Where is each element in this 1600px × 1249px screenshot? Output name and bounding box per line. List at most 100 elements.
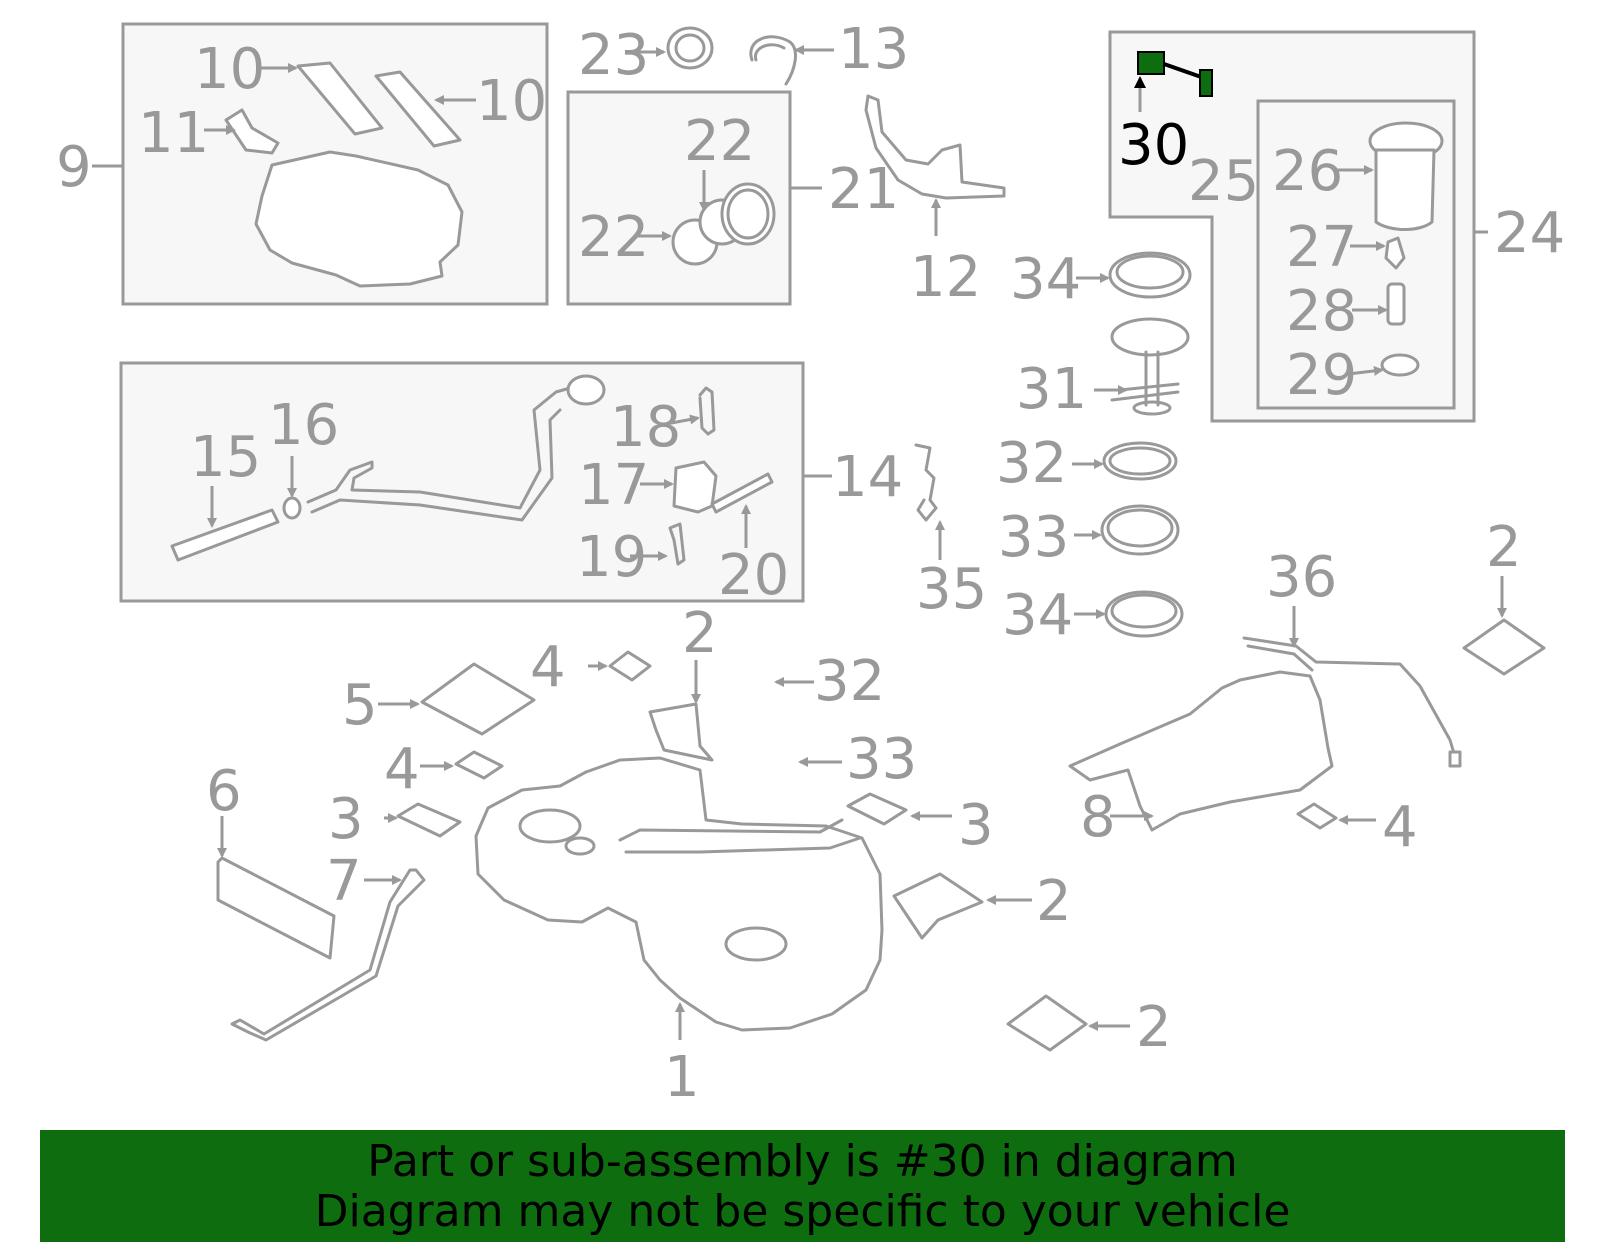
leader-lines — [92, 45, 1507, 1040]
part-16-clamp — [282, 496, 302, 520]
callout-26: 26 — [1272, 139, 1343, 204]
callout-28: 28 — [1286, 279, 1357, 344]
part-31-sender-base — [1132, 400, 1172, 416]
callout-20: 20 — [718, 543, 789, 608]
callout-4-c: 4 — [1382, 795, 1418, 860]
part-2-pad-b — [892, 872, 984, 940]
callout-30: 30 — [1118, 113, 1189, 178]
callout-2-b: 2 — [1036, 869, 1072, 934]
callout-33-b: 33 — [846, 727, 917, 792]
part-1-lines — [618, 818, 862, 854]
callout-4-b: 4 — [384, 737, 420, 802]
callout-23: 23 — [578, 23, 649, 88]
callout-7: 7 — [326, 849, 362, 914]
callout-3-a: 3 — [328, 787, 364, 852]
part-2-pad-c — [1006, 994, 1088, 1052]
callout-12: 12 — [910, 245, 981, 310]
part-13-clamp — [749, 35, 797, 86]
callout-22-b: 22 — [578, 205, 649, 270]
part-33-ring-inner — [1106, 508, 1174, 548]
part-30-highlight — [1137, 51, 1165, 75]
part-4-pad-a — [608, 650, 652, 682]
part-34-ring-bottom — [1104, 590, 1184, 638]
part-12-bracket — [864, 94, 1006, 200]
callout-16: 16 — [268, 393, 339, 458]
callout-15: 15 — [190, 425, 261, 490]
part-30-end — [1199, 69, 1213, 97]
callout-10-b: 10 — [476, 69, 547, 134]
callout-32-a: 32 — [996, 431, 1067, 496]
callout-33-a: 33 — [998, 505, 1069, 570]
callout-24: 24 — [1494, 201, 1565, 266]
callout-5: 5 — [342, 673, 378, 738]
part-1-port-a — [518, 808, 582, 844]
part-27-valve — [1384, 236, 1406, 270]
callout-9: 9 — [56, 135, 92, 200]
part-14-filler-neck — [566, 374, 606, 406]
part-9-shield — [254, 150, 464, 288]
callout-11: 11 — [138, 101, 209, 166]
callout-35: 35 — [916, 557, 987, 622]
part-19-hose — [668, 522, 686, 566]
part-3-pad-b — [846, 792, 908, 826]
part-1-port-b — [564, 836, 596, 856]
callout-10-a: 10 — [194, 37, 265, 102]
callout-1: 1 — [664, 1045, 700, 1110]
callout-27: 27 — [1286, 215, 1357, 280]
callout-36: 36 — [1266, 545, 1337, 610]
part-4-pad-b — [454, 750, 504, 780]
part-21-cap-inner — [726, 188, 770, 240]
part-5-pad — [420, 662, 536, 736]
part-15-hose — [170, 508, 280, 562]
part-18-hose — [698, 386, 716, 436]
callout-2-a: 2 — [682, 601, 718, 666]
part-28-filter — [1386, 282, 1406, 326]
callout-22-a: 22 — [684, 109, 755, 174]
callout-17: 17 — [578, 453, 649, 518]
part-36-connector — [1448, 750, 1462, 768]
part-2-pad-a — [648, 702, 714, 762]
part-21-cap — [720, 182, 776, 246]
part-8-shield — [1068, 670, 1334, 832]
callout-3-b: 3 — [958, 793, 994, 858]
part-34-ring-bottom-inner — [1110, 593, 1178, 629]
part-20-strip — [710, 472, 774, 514]
callout-31: 31 — [1016, 357, 1087, 422]
callout-18: 18 — [610, 395, 681, 460]
callout-32-b: 32 — [814, 649, 885, 714]
part-1-tank — [474, 756, 884, 1032]
part-23-ring-inner — [674, 33, 706, 63]
part-29-seal — [1380, 353, 1420, 377]
part-14-filler-pipe — [306, 386, 572, 522]
part-3-pad-a — [396, 802, 462, 838]
callout-14: 14 — [832, 445, 903, 510]
part-34-ring-top — [1108, 251, 1192, 299]
callout-6: 6 — [206, 759, 242, 824]
callout-8: 8 — [1080, 785, 1116, 850]
callout-2-d: 2 — [1486, 515, 1522, 580]
part-2-pad-d — [1462, 618, 1546, 676]
part-31-sender-top — [1110, 317, 1190, 357]
part-32-ring-inner — [1108, 446, 1172, 476]
part-10-strip-b — [374, 70, 462, 148]
callout-19: 19 — [576, 525, 647, 590]
part-7-strap — [230, 868, 426, 1042]
callout-21: 21 — [828, 157, 899, 222]
part-34-ring-top-inner — [1115, 254, 1185, 290]
part-30-rod — [1163, 62, 1205, 80]
part-1-port-c — [724, 926, 788, 962]
banner-line-disclaimer: Diagram may not be specific to your vehi… — [314, 1186, 1291, 1237]
callout-34-a: 34 — [1010, 247, 1081, 312]
part-11-bracket — [224, 108, 280, 155]
callout-13: 13 — [838, 17, 909, 82]
callout-4-a: 4 — [530, 635, 566, 700]
part-6-strip — [216, 856, 336, 960]
callout-25: 25 — [1188, 149, 1259, 214]
banner-line-part: Part or sub-assembly is #30 in diagram — [367, 1136, 1238, 1187]
callout-34-b: 34 — [1002, 583, 1073, 648]
part-31-sender-body — [1110, 350, 1180, 407]
part-4-pad-c — [1296, 802, 1338, 830]
part-26-body — [1374, 148, 1436, 231]
part-10-strip-a — [296, 61, 384, 136]
